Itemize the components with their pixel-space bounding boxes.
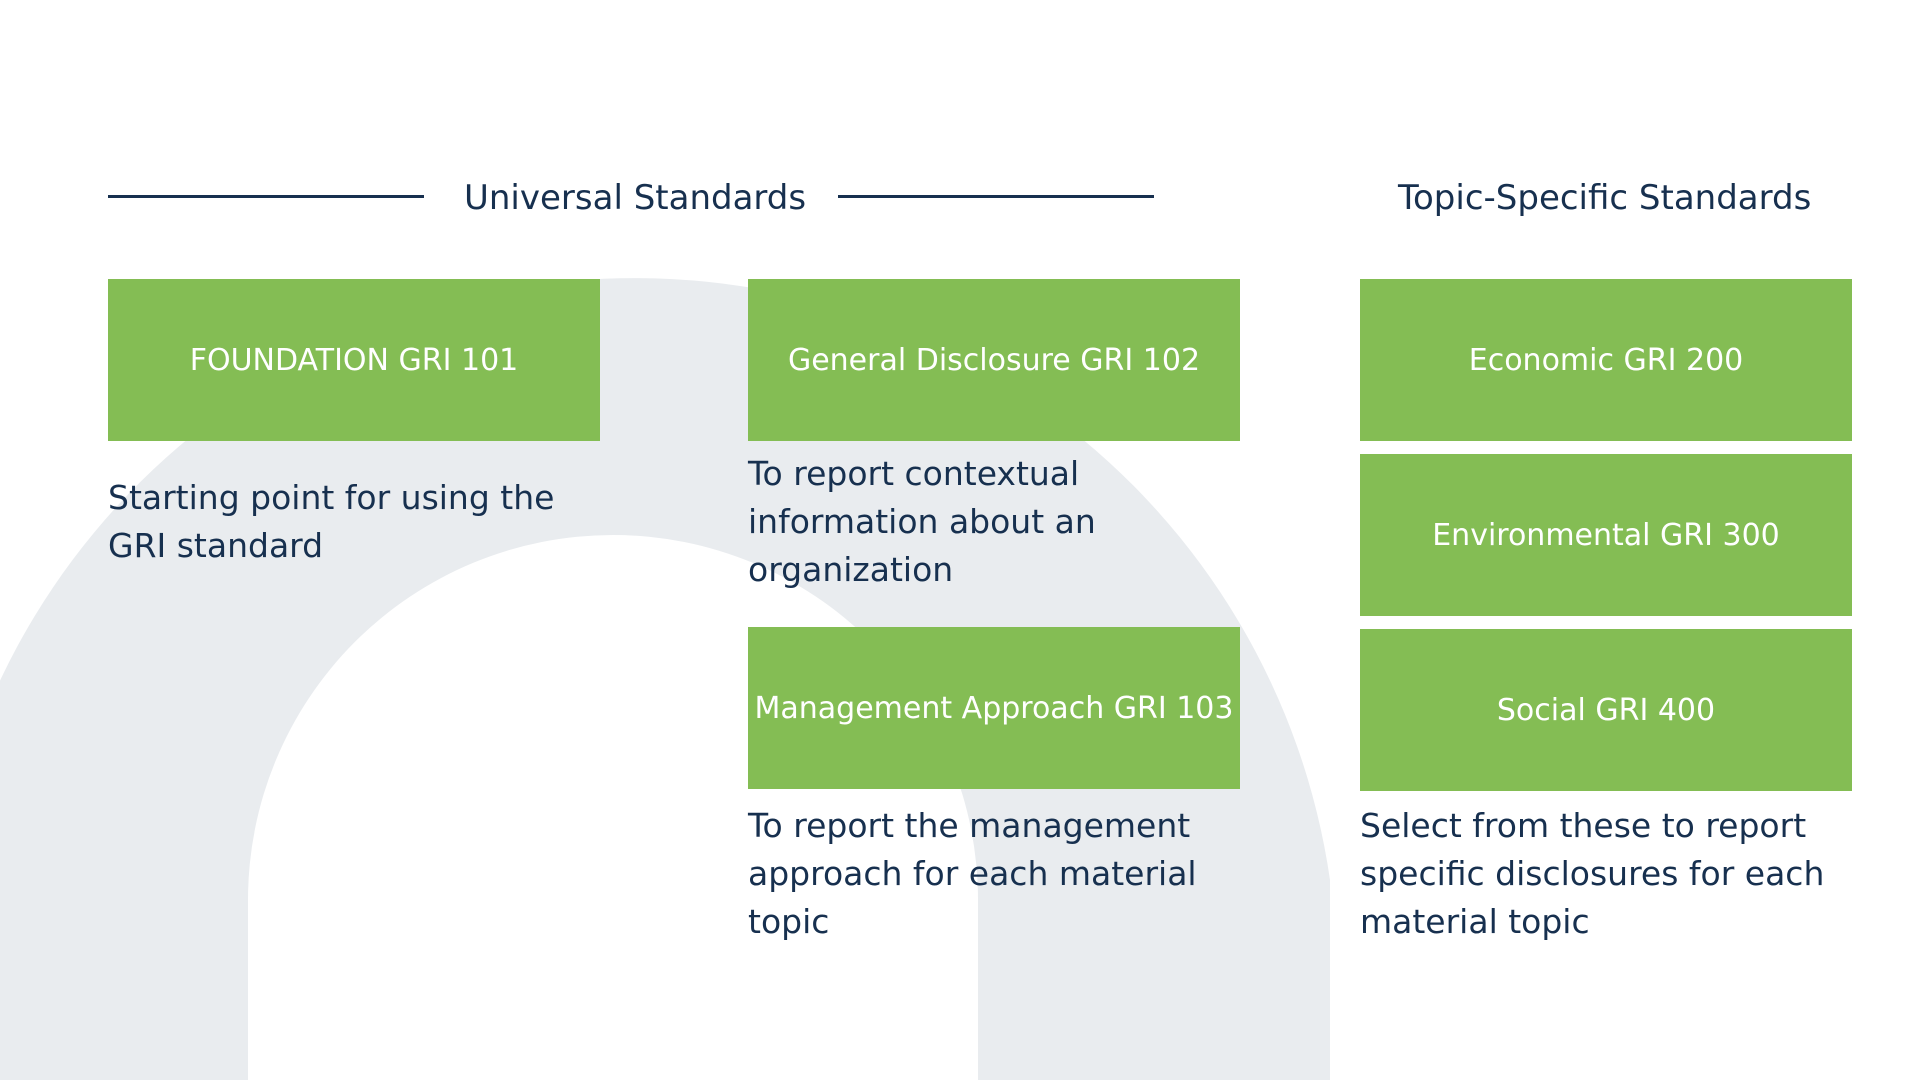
universal-rule-left bbox=[108, 195, 424, 198]
ring-arc bbox=[0, 277, 1330, 1080]
foundation-box-label: FOUNDATION GRI 101 bbox=[189, 342, 519, 378]
universal-standards-heading: Universal Standards bbox=[464, 178, 807, 218]
economic-box-label: Economic GRI 200 bbox=[1468, 342, 1744, 378]
topic-specific-standards-heading: Topic-Specific Standards bbox=[1398, 178, 1812, 218]
universal-rule-right bbox=[838, 195, 1154, 198]
management-approach-description: To report the management approach for ea… bbox=[748, 806, 1197, 941]
foundation-description: Starting point for using the GRI standar… bbox=[108, 478, 555, 565]
general-disclosure-gri-102-box: General Disclosure GRI 102 bbox=[748, 279, 1240, 441]
general-disclosure-box-label: General Disclosure GRI 102 bbox=[787, 342, 1201, 378]
environmental-box-label: Environmental GRI 300 bbox=[1432, 517, 1780, 553]
topic-specific-description: Select from these to report specific dis… bbox=[1360, 806, 1825, 941]
social-box-label: Social GRI 400 bbox=[1496, 692, 1716, 728]
management-approach-gri-103-box: Management Approach GRI 103 bbox=[748, 627, 1240, 789]
economic-gri-200-box: Economic GRI 200 bbox=[1360, 279, 1852, 441]
general-disclosure-description: To report contextual information about a… bbox=[748, 454, 1096, 589]
foundation-gri-101-box: FOUNDATION GRI 101 bbox=[108, 279, 600, 441]
environmental-gri-300-box: Environmental GRI 300 bbox=[1360, 454, 1852, 616]
social-gri-400-box: Social GRI 400 bbox=[1360, 629, 1852, 791]
management-approach-box-label: Management Approach GRI 103 bbox=[754, 690, 1234, 726]
